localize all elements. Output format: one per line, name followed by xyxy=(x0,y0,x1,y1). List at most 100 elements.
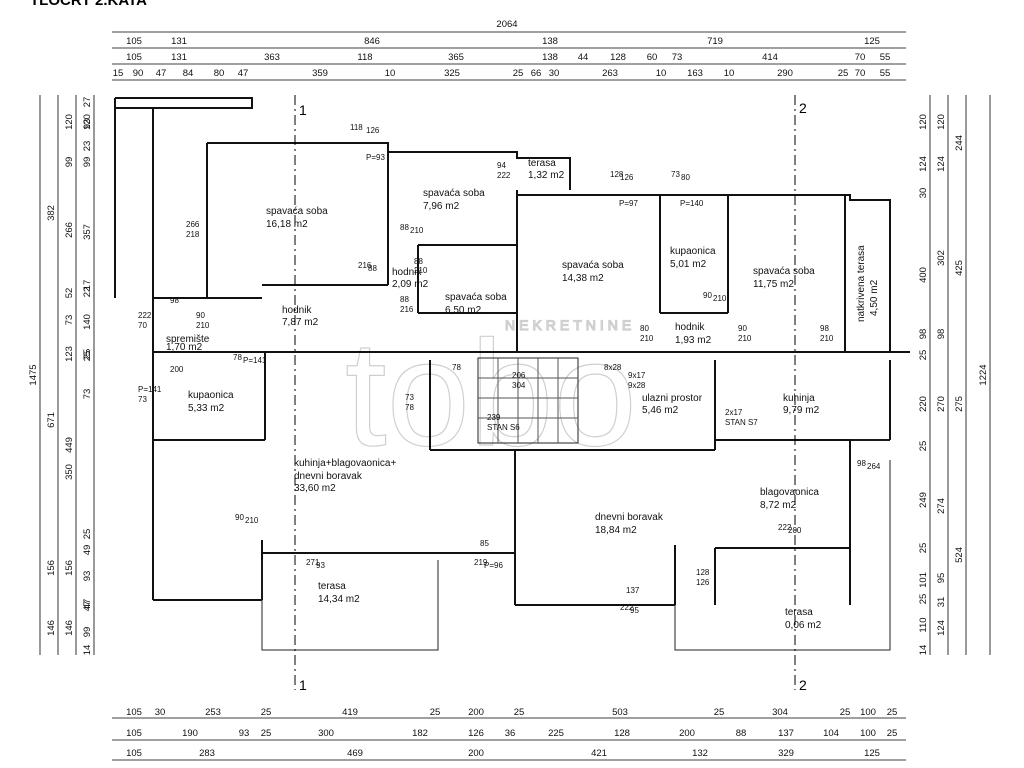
dimension-label: 120 xyxy=(82,114,93,130)
left-dimension-lines xyxy=(39,95,95,655)
dimension-label: 400 xyxy=(918,267,929,283)
right-dimension-labels: 1224120124304009825220252492510125110141… xyxy=(918,114,989,655)
svg-text:222: 222 xyxy=(138,311,152,320)
room-area: 1,93 m2 xyxy=(675,335,712,346)
room-name: kuhinja xyxy=(783,393,815,404)
dimension-label: 17 xyxy=(82,280,93,291)
room-name: dnevni boravak xyxy=(595,512,664,523)
dimension-label: 846 xyxy=(364,36,380,47)
dimension-label: 275 xyxy=(954,396,965,412)
dimension-label: 52 xyxy=(64,288,75,299)
room-name: blagovaonica xyxy=(760,487,819,498)
dimension-label: 25 xyxy=(261,707,272,718)
dimension-label: 25 xyxy=(714,707,725,718)
dimension-label: 36 xyxy=(505,728,516,739)
dimension-label: 469 xyxy=(347,748,363,759)
svg-text:128: 128 xyxy=(696,568,710,577)
dimension-label: 99 xyxy=(64,157,75,168)
dimension-label: 156 xyxy=(64,560,75,576)
dimension-label: 163 xyxy=(687,68,703,79)
svg-text:9x28: 9x28 xyxy=(628,381,646,390)
svg-text:222: 222 xyxy=(620,603,634,612)
room-area: 2,09 m2 xyxy=(392,279,429,290)
room-area: 5,33 m2 xyxy=(188,403,225,414)
svg-text:8x28: 8x28 xyxy=(604,363,622,372)
svg-text:210: 210 xyxy=(414,266,428,275)
dimension-label: 73 xyxy=(82,389,93,400)
dimension-label: 30 xyxy=(918,188,929,199)
dimension-label: 270 xyxy=(936,396,947,412)
dimension-label: 190 xyxy=(182,728,198,739)
dimension-label: 140 xyxy=(82,314,93,330)
svg-text:93: 93 xyxy=(316,561,325,570)
svg-text:210: 210 xyxy=(245,516,259,525)
svg-text:304: 304 xyxy=(512,381,526,390)
room-name: spavaća soba xyxy=(445,292,507,303)
dimension-label: 27 xyxy=(82,97,93,108)
room-area: 14,34 m2 xyxy=(318,594,360,605)
dimension-label: 25 xyxy=(887,728,898,739)
dimension-label: 671 xyxy=(46,412,57,428)
room-area: 14,38 m2 xyxy=(562,273,604,284)
svg-text:200: 200 xyxy=(788,526,802,535)
watermark-text: NEKRETNINE xyxy=(505,317,635,333)
svg-text:206: 206 xyxy=(512,371,526,380)
dimension-label: 31 xyxy=(936,597,947,608)
dimension-label: 14 xyxy=(918,645,929,656)
dimension-label: 105 xyxy=(126,728,142,739)
dimension-label: 44 xyxy=(578,52,589,63)
dimension-label: 503 xyxy=(612,707,628,718)
dimension-label: 200 xyxy=(679,728,695,739)
opening-dimensions: 118 126 P=93 94 222 128 126 73 80 P=97 P… xyxy=(138,123,881,615)
room-area: 16,18 m2 xyxy=(266,219,308,230)
svg-text:200: 200 xyxy=(170,365,184,374)
dimension-label: 123 xyxy=(64,346,75,362)
dimension-label: 274 xyxy=(936,498,947,514)
svg-text:126: 126 xyxy=(696,578,710,587)
dimension-label: 138 xyxy=(542,52,558,63)
svg-text:78: 78 xyxy=(405,403,414,412)
svg-text:210: 210 xyxy=(196,321,210,330)
bottom-dimension-lines xyxy=(112,717,906,761)
dimension-label: 1224 xyxy=(978,364,989,385)
dimension-label: 137 xyxy=(778,728,794,739)
svg-text:90: 90 xyxy=(738,324,747,333)
dimension-label: 93 xyxy=(239,728,250,739)
svg-text:P=141: P=141 xyxy=(243,356,267,365)
dimension-label: 253 xyxy=(205,707,221,718)
section-mark-2-top: 2 xyxy=(799,100,807,116)
dimension-label: 73 xyxy=(64,315,75,326)
dimension-label: 156 xyxy=(46,560,57,576)
dimension-label: 30 xyxy=(155,707,166,718)
room-area: 1,70 m2 xyxy=(166,342,203,353)
room-name: kupaonica xyxy=(188,390,234,401)
svg-text:88: 88 xyxy=(400,295,409,304)
svg-text:78: 78 xyxy=(452,363,461,372)
svg-text:137: 137 xyxy=(626,586,640,595)
svg-text:2x17: 2x17 xyxy=(725,408,743,417)
svg-text:P=141: P=141 xyxy=(138,385,162,394)
dimension-label: 138 xyxy=(542,36,558,47)
top-dimension-lines xyxy=(112,31,906,81)
dimension-label: 84 xyxy=(183,68,194,79)
svg-text:126: 126 xyxy=(620,173,634,182)
dimension-label: 120 xyxy=(918,114,929,130)
dimension-label: 25 xyxy=(261,728,272,739)
dimension-label: 10 xyxy=(656,68,667,79)
room-name: hodnik xyxy=(282,305,312,316)
room-name: spavaća soba xyxy=(562,260,624,271)
dimension-label: 105 xyxy=(126,36,142,47)
dimension-label: 128 xyxy=(610,52,626,63)
dimension-label: 100 xyxy=(860,707,876,718)
dimension-label: 128 xyxy=(614,728,630,739)
svg-text:9x17: 9x17 xyxy=(628,371,646,380)
room-name: natkrivena terasa xyxy=(856,245,867,322)
dimension-label: 90 xyxy=(133,68,144,79)
svg-text:216: 216 xyxy=(358,261,372,270)
svg-text:266: 266 xyxy=(186,220,200,229)
dimension-label: 25 xyxy=(840,707,851,718)
dimension-label: 200 xyxy=(468,707,484,718)
svg-text:218: 218 xyxy=(186,230,200,239)
dimension-label: 98 xyxy=(936,329,947,340)
dimension-label: 131 xyxy=(171,36,187,47)
